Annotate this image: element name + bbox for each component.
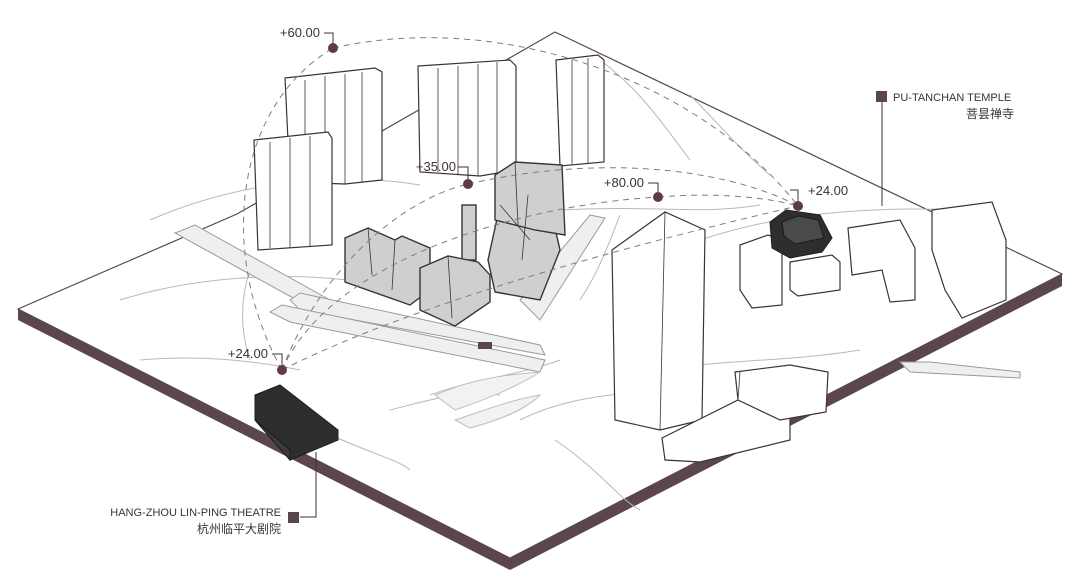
landscape-paths	[434, 371, 542, 429]
elevation-label-theatre: +24.00	[228, 346, 268, 361]
sightline-theatre-35	[281, 183, 469, 371]
sightline-theatre-80	[281, 196, 659, 371]
plate-edge-left	[18, 309, 510, 570]
sightline-theatre-temple	[281, 205, 799, 371]
sightline-80-temple	[657, 194, 799, 207]
viewpoint-60-icon	[328, 43, 338, 53]
east-lowrise-cluster	[661, 364, 829, 463]
tower-block-d	[555, 54, 605, 167]
tower-block-b	[253, 131, 333, 251]
proposed-block-west	[344, 227, 431, 306]
leader-lines	[272, 32, 883, 518]
viewpoint-35-icon	[463, 179, 473, 189]
theatre-label: HANG-ZHOU LIN-PING THEATRE 杭州临平大剧院	[110, 507, 299, 536]
sightline-theatre-60	[243, 47, 334, 371]
river-ribbon	[173, 214, 1021, 379]
temple-label: PU-TANCHAN TEMPLE 菩昙禅寺	[876, 91, 1014, 121]
road-lower	[268, 304, 546, 373]
sight-lines	[243, 37, 799, 371]
theatre-name-cn: 杭州临平大剧院	[197, 521, 281, 536]
ne-block-3	[847, 219, 916, 303]
elevation-label-temple: +24.00	[808, 183, 848, 198]
theatre-building	[254, 384, 339, 462]
sightline-35-temple	[467, 167, 799, 207]
viewpoint-markers	[277, 43, 803, 375]
viewpoint-80-icon	[653, 192, 663, 202]
temple-building	[769, 209, 833, 259]
theatre-name-en: HANG-ZHOU LIN-PING THEATRE	[110, 507, 281, 519]
legend-square-icon	[876, 91, 887, 102]
legend-square-icon	[288, 512, 299, 523]
road-southeast	[898, 361, 1021, 379]
viewpoint-temple-icon	[793, 201, 803, 211]
elevation-label-35: +35.00	[416, 159, 456, 174]
residential-towers	[253, 54, 605, 251]
elevation-label-60: +60.00	[280, 25, 320, 40]
proposed-buildings	[344, 161, 566, 327]
elevation-label-80: +80.00	[604, 175, 644, 190]
ne-block-2	[789, 254, 841, 297]
northeast-buildings	[739, 201, 1007, 319]
bridge-marker	[478, 342, 492, 349]
sightline-60-temple	[332, 37, 799, 207]
proposed-chimney	[461, 204, 477, 261]
viewpoint-theatre-icon	[277, 365, 287, 375]
east-highrise	[611, 211, 706, 431]
temple-name-en: PU-TANCHAN TEMPLE	[893, 92, 1011, 104]
temple-name-cn: 菩昙禅寺	[966, 107, 1014, 121]
ne-block-4	[931, 201, 1007, 319]
ne-block-1	[739, 234, 783, 309]
